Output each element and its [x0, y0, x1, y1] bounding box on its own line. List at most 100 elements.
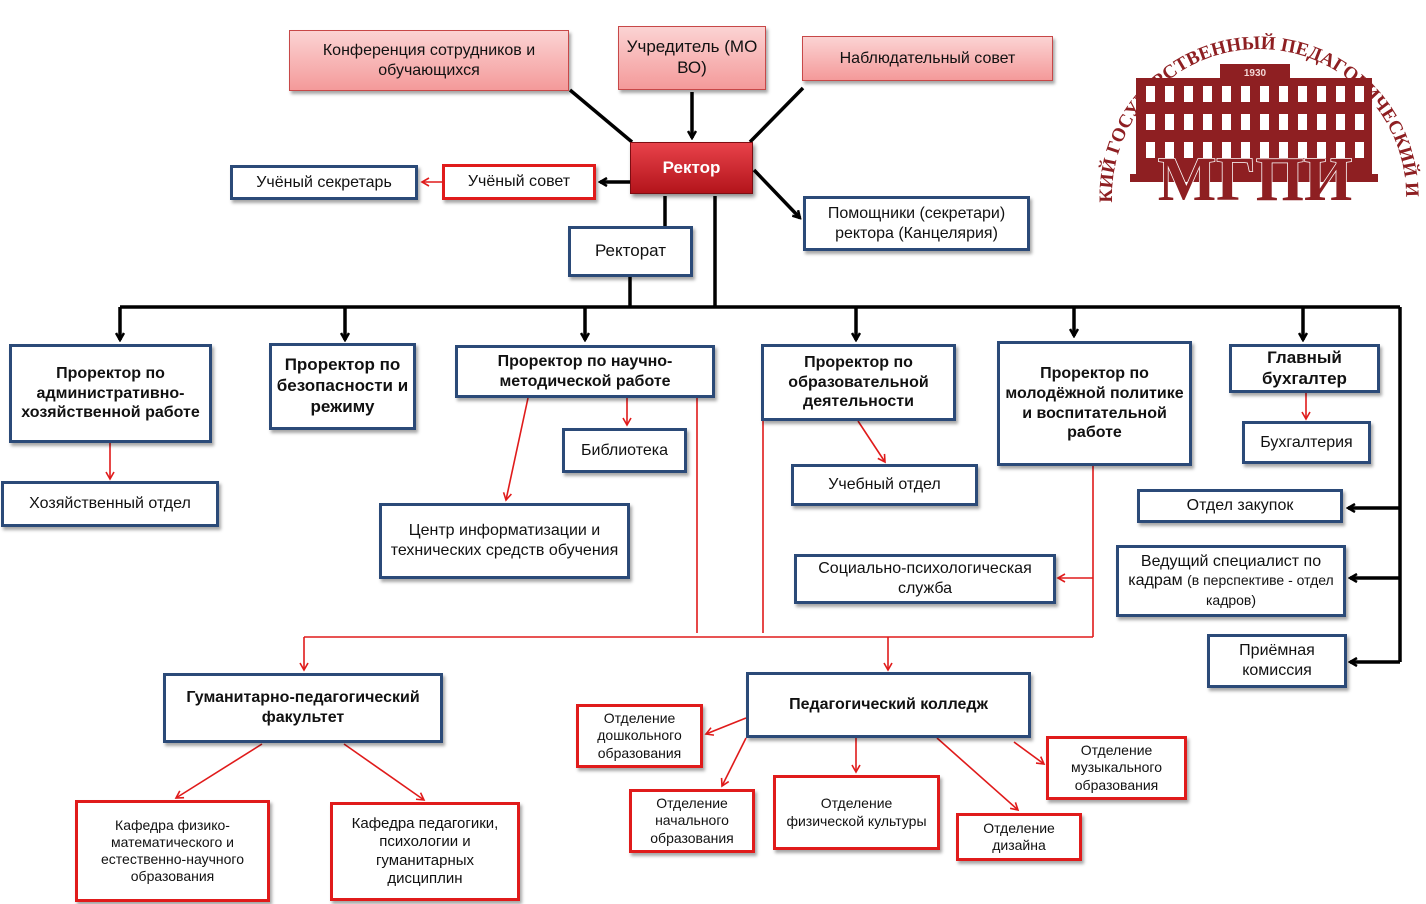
economic-department-box: Хозяйственный отдел — [1, 481, 219, 527]
conference-box: Конференция сотрудников и обучающихся — [289, 30, 569, 91]
building-window — [1165, 142, 1174, 158]
academic-council-box: Учёный совет — [442, 164, 596, 200]
building-window — [1184, 86, 1193, 102]
preschool-dept-box: Отделение дошкольного образования — [576, 704, 703, 768]
vice-rector-security-box: Проректор по безопасности и режиму — [269, 343, 416, 430]
building-window — [1355, 142, 1364, 158]
chief-accountant-label: Главный бухгалтер — [1262, 347, 1347, 388]
academic-council-label: Учёный совет — [467, 173, 571, 191]
rector-label: Ректор — [662, 157, 721, 177]
hr-specialist-box: Ведущий специалист по кадрам (в перспект… — [1116, 545, 1346, 617]
library-label: Библиотека — [581, 441, 668, 459]
building-window — [1336, 114, 1345, 130]
building-window — [1260, 142, 1269, 158]
design-dept-label: Отделение дизайна — [983, 819, 1055, 853]
it-center-label: Центр информатизации и технических средс… — [390, 522, 619, 559]
admission-label: Приёмная комиссия — [1239, 642, 1315, 679]
hr-specialist-label: Ведущий специалист по кадрам (в перспект… — [1123, 552, 1339, 611]
building-window — [1222, 86, 1231, 102]
building-window — [1317, 142, 1326, 158]
building-window — [1241, 114, 1250, 130]
building-window — [1336, 142, 1345, 158]
building-window — [1184, 142, 1193, 158]
building-window — [1241, 86, 1250, 102]
study-department-label: Учебный отдел — [828, 476, 941, 494]
physical-dept-label: Отделение физической культуры — [786, 795, 927, 829]
assistants-label: Помощники (секретари) ректора (Канцеляри… — [827, 204, 1006, 242]
building-window — [1203, 114, 1212, 130]
mgpi-logo: МУРОМСКИЙ ГОСУДАРСТВЕННЫЙ ПЕДАГОГИЧЕСКИЙ… — [1088, 0, 1422, 210]
accounting-box: Бухгалтерия — [1242, 421, 1371, 464]
preschool-dept-label: Отделение дошкольного образования — [597, 710, 682, 761]
vice-rector-admin-label: Проректор по административно-хозяйственн… — [21, 365, 200, 422]
academic-secretary-label: Учёный секретарь — [256, 173, 392, 191]
building-window — [1184, 114, 1193, 130]
building-window — [1279, 114, 1288, 130]
primary-dept-label: Отделение начального образования — [650, 795, 734, 846]
supervisory-board-box: Наблюдательный совет — [802, 36, 1053, 81]
building-window — [1203, 142, 1212, 158]
admission-box: Приёмная комиссия — [1207, 634, 1347, 688]
building-window — [1336, 86, 1345, 102]
social-service-box: Социально-психологическая служба — [794, 554, 1056, 604]
vice-rector-education-box: Проректор по образовательной деятельност… — [761, 344, 956, 421]
economic-department-label: Хозяйственный отдел — [29, 495, 191, 513]
building-window — [1222, 142, 1231, 158]
vice-rector-youth-label: Проректор по молодёжной политике и воспи… — [1005, 365, 1184, 442]
logo-year: 1930 — [1244, 68, 1267, 79]
chair-pedagogy-box: Кафедра педагогики, психологии и гуманит… — [330, 802, 520, 901]
building-window — [1355, 114, 1364, 130]
primary-dept-box: Отделение начального образования — [629, 789, 755, 853]
design-dept-box: Отделение дизайна — [956, 813, 1082, 861]
chief-accountant-box: Главный бухгалтер — [1229, 344, 1380, 393]
music-dept-box: Отделение музыкального образования — [1046, 736, 1187, 800]
building-window — [1279, 86, 1288, 102]
building-window — [1317, 114, 1326, 130]
chair-physmath-box: Кафедра физико-математического и естеств… — [75, 800, 270, 902]
building-window — [1146, 86, 1155, 102]
vice-rector-security-label: Проректор по безопасности и режиму — [276, 355, 409, 416]
building-window — [1165, 86, 1174, 102]
faculty-label: Гуманитарно-педагогический факультет — [186, 689, 420, 726]
it-center-box: Центр информатизации и технических средс… — [379, 503, 630, 579]
college-box: Педагогический колледж — [746, 672, 1031, 738]
hr-note-text: (в перспективе - отдел кадров) — [1187, 572, 1334, 608]
music-dept-label: Отделение музыкального образования — [1070, 742, 1163, 793]
study-department-box: Учебный отдел — [791, 464, 978, 506]
building-window — [1317, 86, 1326, 102]
vice-rector-science-label: Проректор по научно-методической работе — [497, 352, 673, 390]
rectorate-label: Ректорат — [594, 241, 667, 261]
building-icon — [1130, 64, 1378, 182]
building-window — [1222, 114, 1231, 130]
library-box: Библиотека — [562, 428, 687, 473]
building-window — [1203, 86, 1212, 102]
building-window — [1260, 114, 1269, 130]
accounting-label: Бухгалтерия — [1260, 433, 1353, 451]
rector-box: Ректор — [630, 142, 753, 194]
vice-rector-education-label: Проректор по образовательной деятельност… — [788, 354, 929, 411]
physical-dept-box: Отделение физической культуры — [773, 775, 940, 850]
building-window — [1355, 86, 1364, 102]
assistants-box: Помощники (секретари) ректора (Канцеляри… — [803, 196, 1030, 251]
logo-abbr: МГПИ — [1158, 146, 1352, 210]
vice-rector-science-box: Проректор по научно-методической работе — [455, 345, 715, 398]
building-window — [1241, 142, 1250, 158]
building-window — [1165, 114, 1174, 130]
procurement-box: Отдел закупок — [1137, 489, 1343, 523]
chair-physmath-label: Кафедра физико-математического и естеств… — [101, 816, 244, 885]
building-window — [1279, 142, 1288, 158]
building-window — [1298, 142, 1307, 158]
building-window — [1298, 86, 1307, 102]
conference-label: Конференция сотрудников и обучающихся — [322, 41, 536, 79]
building-window — [1260, 86, 1269, 102]
college-label: Педагогический колледж — [789, 696, 988, 714]
faculty-box: Гуманитарно-педагогический факультет — [163, 673, 443, 743]
rectorate-box: Ректорат — [568, 226, 693, 277]
founder-label: Учредитель (МО ВО) — [626, 37, 758, 77]
social-service-label: Социально-психологическая служба — [818, 560, 1032, 597]
founder-box: Учредитель (МО ВО) — [618, 26, 766, 90]
chair-pedagogy-label: Кафедра педагогики, психологии и гуманит… — [351, 814, 499, 887]
vice-rector-admin-box: Проректор по административно-хозяйственн… — [9, 344, 212, 443]
building-window — [1146, 114, 1155, 130]
